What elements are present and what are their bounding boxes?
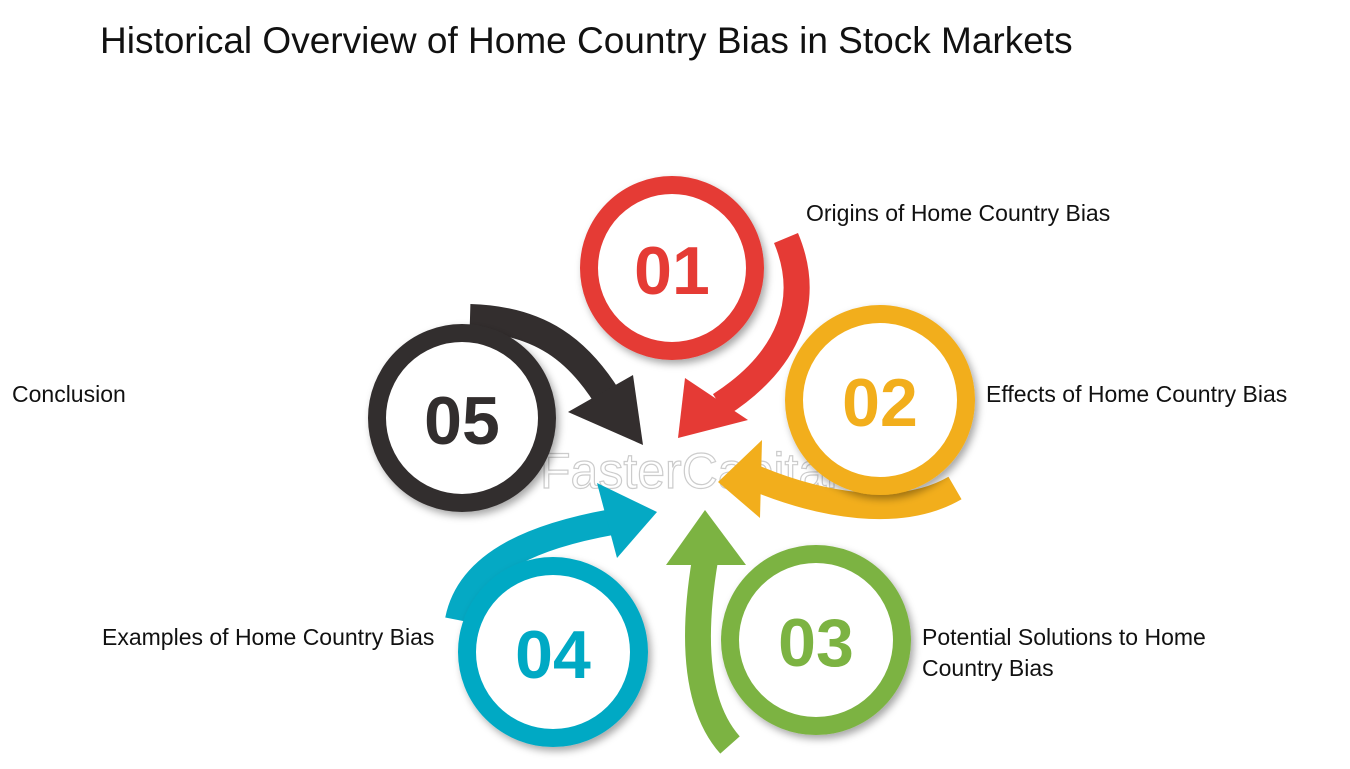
step-label-04: Examples of Home Country Bias [102,624,435,650]
step-circle-04: 04 [458,557,648,747]
step-number: 02 [842,365,918,441]
page-title: Historical Overview of Home Country Bias… [100,20,1073,61]
step-circle-02: 02 [785,305,975,495]
step-circle-03: 03 [721,545,911,735]
step-label-03: Potential Solutions to Home Country Bias [922,624,1206,681]
step-circle-05: 05 [368,324,556,512]
step-number: 04 [515,617,591,693]
arrow-teal [445,483,657,624]
arrow-orange [718,440,962,520]
step-number: 05 [424,383,500,459]
arrow-green [666,510,746,754]
step-label-05: Conclusion [12,381,126,407]
step-number: 03 [778,605,854,681]
arrow-red [678,232,810,438]
step-label-01: Origins of Home Country Bias [806,200,1111,226]
step-number: 01 [634,233,710,309]
step-label-02: Effects of Home Country Bias [986,381,1288,407]
arrow-dark [469,304,643,445]
step-circle-01: 01 [580,176,764,360]
